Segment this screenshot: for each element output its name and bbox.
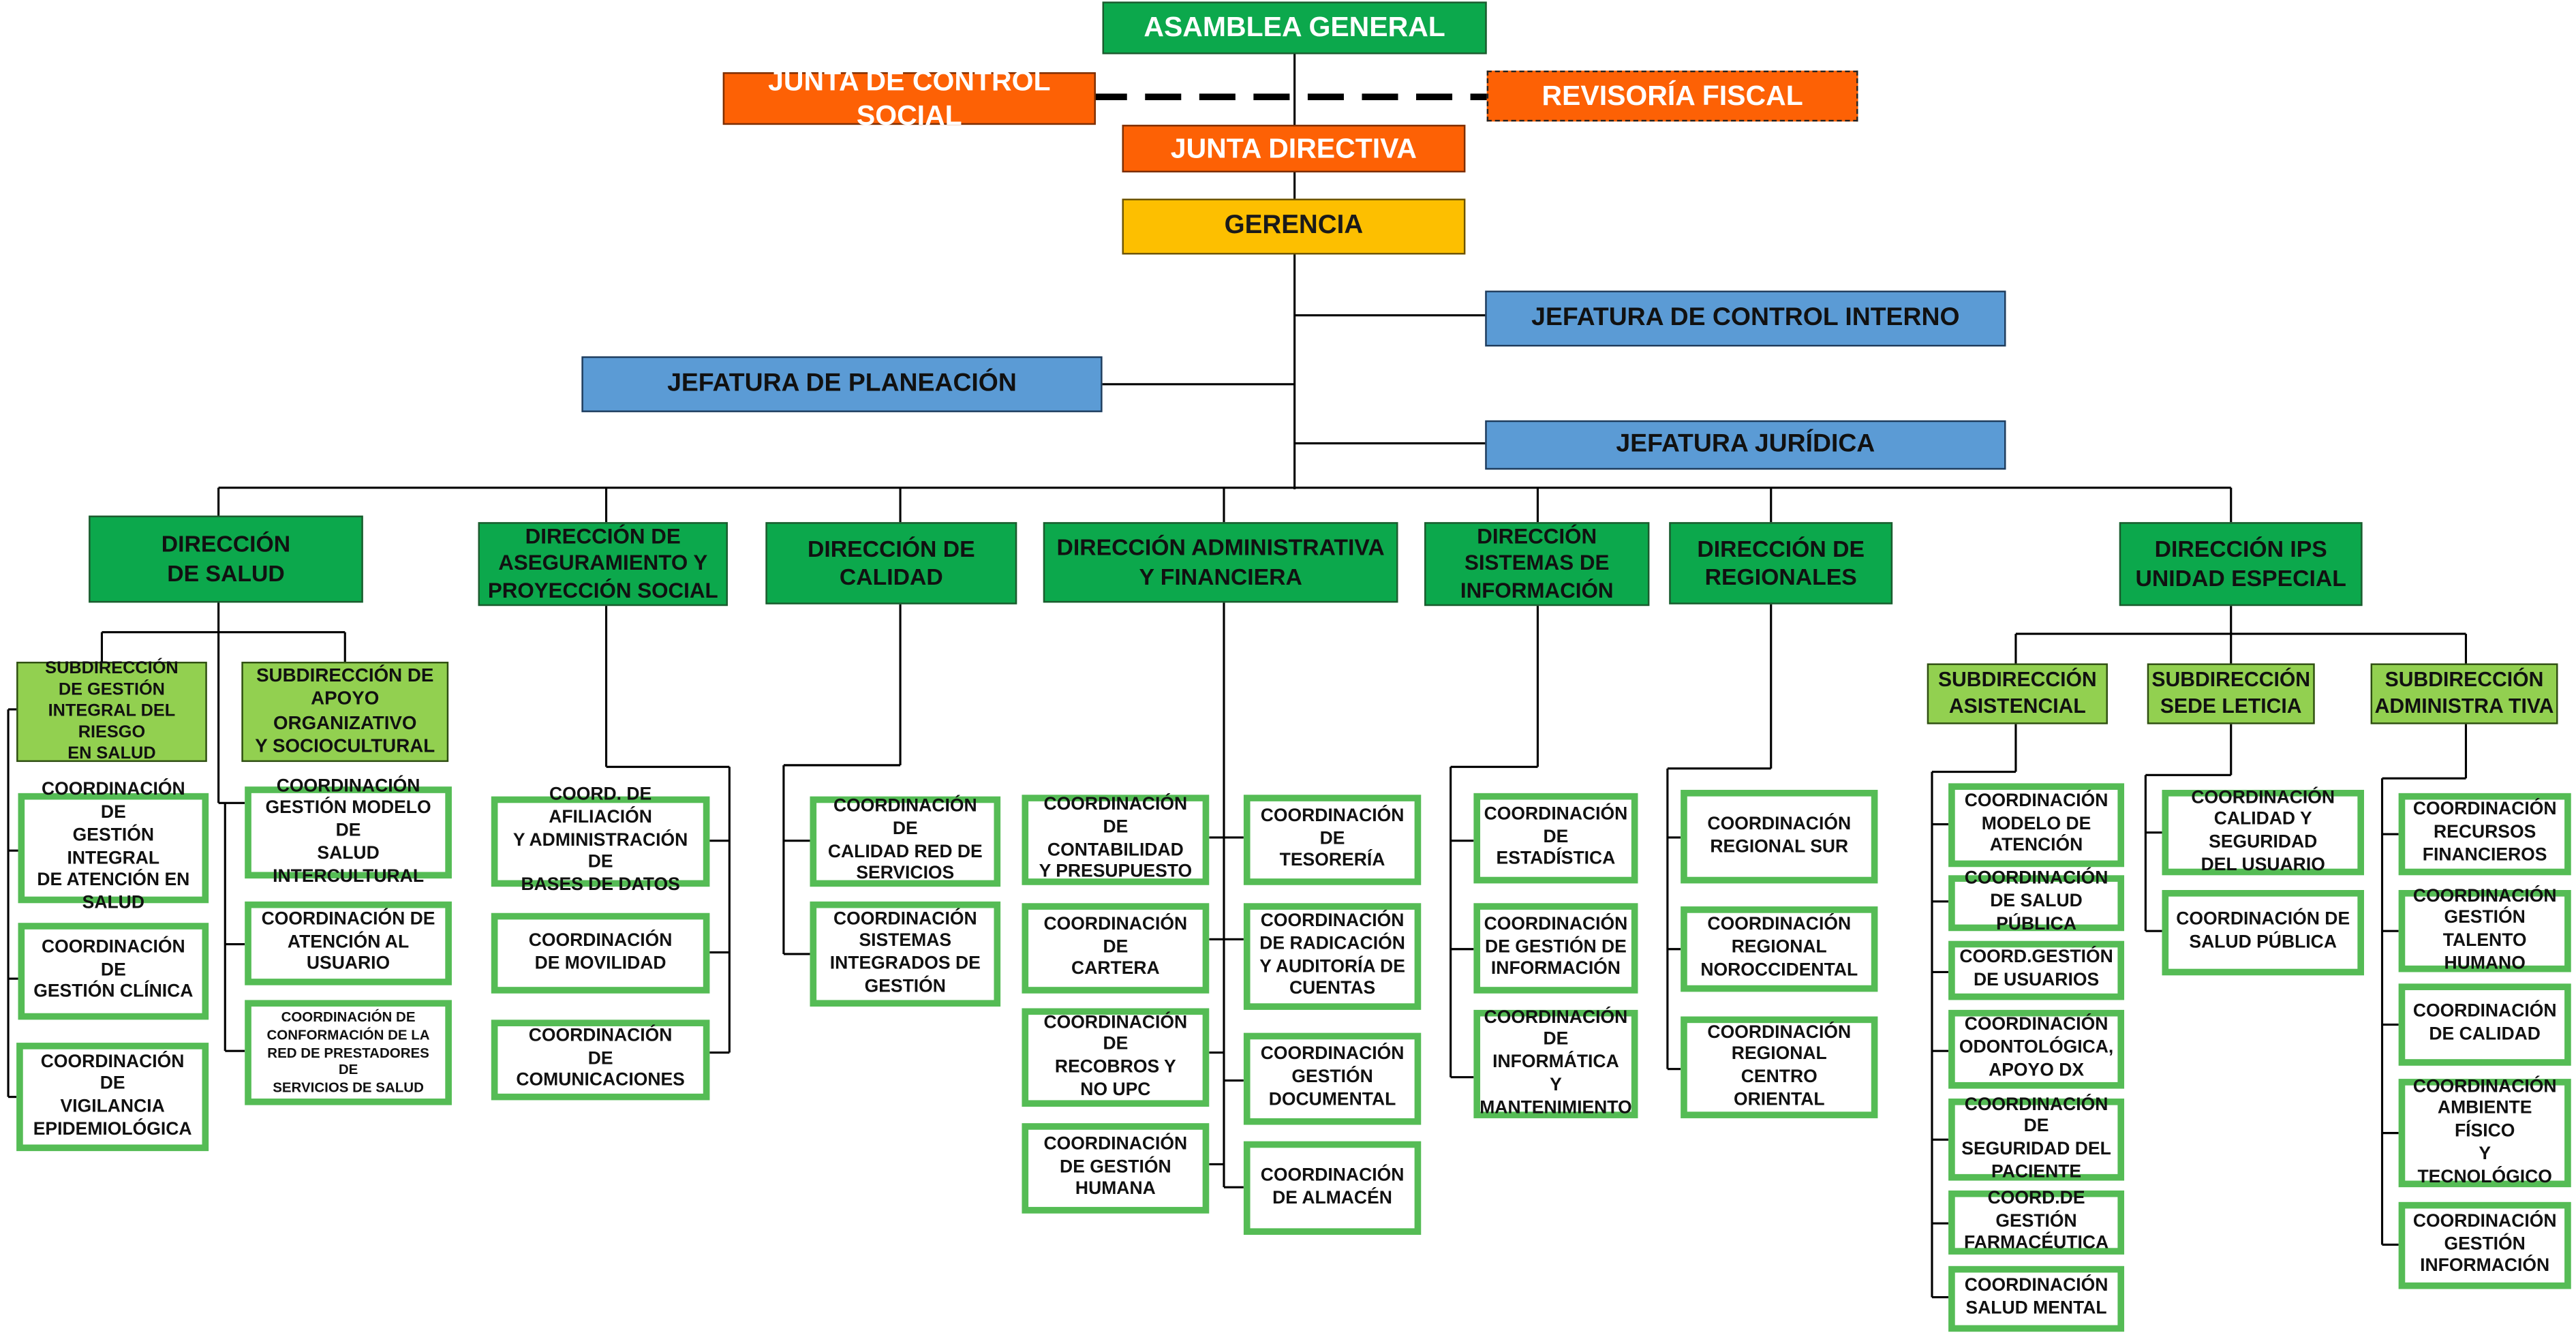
coordinacion-box: COORDINACIÓN DE GESTIÓN INTEGRAL DE ATEN… — [18, 780, 209, 913]
coordinacion-box: COORDINACIÓN DE GESTIÓN HUMANA — [1022, 1123, 1210, 1214]
jefatura-control-interno-box: JEFATURA DE CONTROL INTERNO — [1485, 290, 2006, 347]
junta-control-social-box: JUNTA DE CONTROL SOCIAL — [722, 65, 1096, 132]
coordinacion-box: COORDINACIÓN GESTIÓN DOCUMENTAL — [1243, 1032, 1422, 1125]
subdireccion-apoyo-organizativo-box: SUBDIRECCIÓN DE APOYO ORGANIZATIVO Y SOC… — [241, 662, 449, 763]
coordinacion-box: COORD.DE GESTIÓN FARMACÉUTICA — [1948, 1188, 2125, 1255]
coordinacion-box: COORDINACIÓN MODELO DE ATENCIÓN — [1948, 783, 2125, 868]
direccion-salud-box: DIRECCIÓN DE SALUD — [89, 515, 363, 603]
coordinacion-box: COORDINACIÓN DE GESTIÓN DE INFORMACIÓN — [1473, 903, 1638, 994]
coordinacion-box: COORDINACIÓN DE CONTABILIDAD Y PRESUPUES… — [1022, 795, 1210, 885]
coordinacion-box: COORDINACIÓN DE CALIDAD — [2398, 983, 2571, 1066]
coordinacion-box: COORDINACIÓN DE CARTERA — [1022, 903, 1210, 994]
coordinacion-box: COORDINACIÓN DE RADICACIÓN Y AUDITORÍA D… — [1243, 903, 1422, 1010]
coordinacion-box: COORDINACIÓN SISTEMAS INTEGRADOS DE GEST… — [810, 901, 1001, 1007]
subdireccion-asistencial-box: SUBDIRECCIÓN ASISTENCIAL — [1927, 663, 2108, 724]
junta-directiva-box: JUNTA DIRECTIVA — [1122, 125, 1466, 173]
direccion-administrativa-box: DIRECCIÓN ADMINISTRATIVA Y FINANCIERA — [1043, 522, 1398, 603]
coordinacion-box: COORDINACIÓN DE MOVILIDAD — [491, 912, 710, 994]
coordinacion-box: COORDINACIÓN DE RECOBROS Y NO UPC — [1022, 1008, 1210, 1107]
coordinacion-box: COORDINACIÓN DE GESTIÓN CLÍNICA — [18, 923, 209, 1020]
coordinacion-box: COORD. DE AFILIACIÓN Y ADMINISTRACIÓN DE… — [491, 785, 710, 895]
coordinacion-box: COORDINACIÓN DE CALIDAD RED DE SERVICIOS — [810, 796, 1001, 887]
coordinacion-box: COORDINACIÓN CALIDAD Y SEGURIDAD DEL USU… — [2162, 787, 2364, 876]
coordinacion-box: COORDINACIÓN RECURSOS FINANCIEROS — [2398, 793, 2571, 876]
coordinacion-box: COORDINACIÓN REGIONAL NOROCCIDENTAL — [1681, 906, 1878, 992]
coordinacion-box: COORD.GESTIÓN DE USUARIOS — [1948, 940, 2125, 1000]
coordinacion-box: COORDINACIÓN DE VIGILANCIA EPIDEMIOLÓGIC… — [16, 1043, 209, 1152]
revisoria-fiscal-box: REVISORÍA FISCAL — [1486, 70, 1858, 122]
subdireccion-riesgo-salud-box: SUBDIRECCIÓN DE GESTIÓN INTEGRAL DEL RIE… — [16, 658, 207, 764]
coordinacion-box: COORDINACIÓN DE ATENCIÓN AL USUARIO — [245, 901, 452, 985]
coordinacion-box: COORDINACIÓN DE ALMACÉN — [1243, 1141, 1422, 1236]
coordinacion-box: COORDINACIÓN DE INFORMÁTICA Y MANTENIMIE… — [1473, 1008, 1638, 1118]
coordinacion-box: COORDINACIÓN AMBIENTE FÍSICO Y TECNOLÓGI… — [2398, 1077, 2571, 1188]
direccion-aseguramiento-box: DIRECCIÓN DE ASEGURAMIENTO Y PROYECCIÓN … — [478, 522, 728, 607]
subdireccion-sede-leticia-box: SUBDIRECCIÓN SEDE LETICIA — [2147, 663, 2315, 724]
coordinacion-box: COORDINACIÓN REGIONAL SUR — [1681, 790, 1878, 884]
coordinacion-box: COORDINACIÓN GESTIÓN MODELO DE SALUD INT… — [245, 776, 452, 886]
asamblea-general-box: ASAMBLEA GENERAL — [1102, 1, 1487, 55]
coordinacion-box: COORDINACIÓN DE COMUNICACIONES — [491, 1019, 710, 1101]
coordinacion-box: COORDINACIÓN DE TESORERÍA — [1243, 795, 1422, 885]
coordinacion-box: COORDINACIÓN REGIONAL CENTRO ORIENTAL — [1681, 1016, 1878, 1118]
direccion-regionales-box: DIRECCIÓN DE REGIONALES — [1669, 522, 1893, 604]
coordinacion-box: COORDINACIÓN GESTIÓN TALENTO HUMANO — [2398, 886, 2571, 973]
gerencia-box: GERENCIA — [1122, 198, 1466, 255]
direccion-sistemas-box: DIRECCIÓN SISTEMAS DE INFORMACIÓN — [1424, 522, 1650, 607]
jefatura-juridica-box: JEFATURA JURÍDICA — [1485, 420, 2006, 470]
jefatura-planeacion-box: JEFATURA DE PLANEACIÓN — [581, 356, 1103, 412]
subdireccion-administrativa-box: SUBDIRECCIÓN ADMINISTRA TIVA — [2370, 663, 2558, 724]
direccion-ips-box: DIRECCIÓN IPS UNIDAD ESPECIAL — [2119, 522, 2363, 607]
coordinacion-box: COORDINACIÓN DE CONFORMACIÓN DE LA RED D… — [245, 1000, 452, 1105]
coordinacion-box: COORDINACIÓN GESTIÓN INFORMACIÓN — [2398, 1201, 2571, 1289]
coordinacion-box: COORDINACIÓN DE ESTADÍSTICA — [1473, 793, 1638, 884]
coordinacion-box: COORDINACIÓN DE SALUD PÚBLICA — [2162, 890, 2364, 976]
direccion-calidad-box: DIRECCIÓN DE CALIDAD — [765, 522, 1017, 604]
coordinacion-box: COORDINACIÓN ODONTOLÓGICA, APOYO DX — [1948, 1009, 2125, 1089]
coordinacion-box: COORDINACIÓN DE SEGURIDAD DEL PACIENTE — [1948, 1094, 2125, 1182]
coordinacion-box: COORDINACIÓN SALUD MENTAL — [1948, 1265, 2125, 1332]
coordinacion-box: COORDINACIÓN DE SALUD PÚBLICA — [1948, 870, 2125, 934]
